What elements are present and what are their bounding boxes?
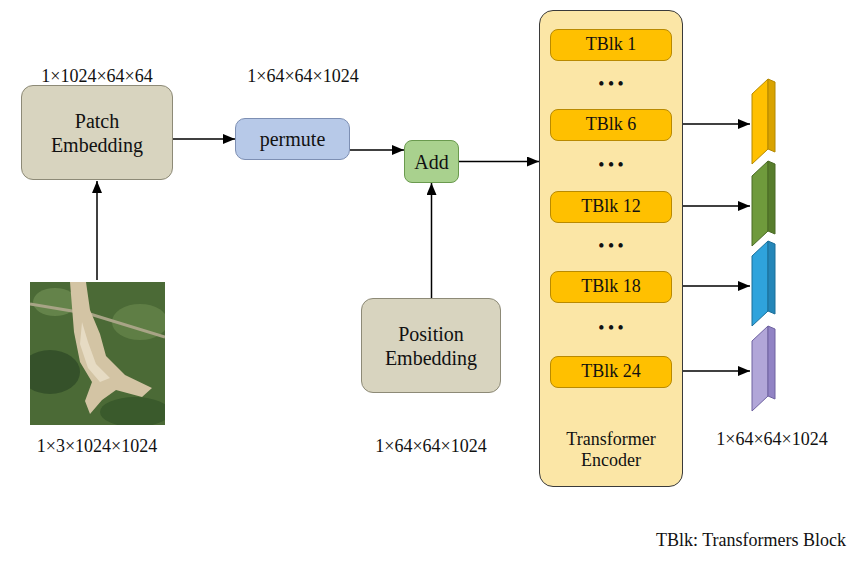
node-label: Position Embedding bbox=[370, 322, 492, 370]
output-arrow bbox=[682, 285, 750, 287]
tensor-shape: 1×64×64×1024 bbox=[375, 436, 486, 458]
image-landslide bbox=[80, 322, 110, 382]
feature-map-side bbox=[768, 241, 775, 314]
flow-arrow bbox=[431, 183, 433, 298]
node-label: TBlk 18 bbox=[581, 276, 641, 298]
image-forest bbox=[30, 350, 80, 394]
output-arrow bbox=[682, 123, 750, 125]
transformer-block: TBlk 24 bbox=[550, 356, 672, 388]
tensor-shape: 1×1024×64×64 bbox=[41, 66, 152, 88]
feature-map bbox=[752, 161, 775, 246]
feature-map-face bbox=[752, 241, 768, 326]
image-forest bbox=[100, 397, 165, 425]
process-box: Patch Embedding bbox=[21, 85, 173, 180]
flow-arrow bbox=[173, 138, 235, 140]
feature-map bbox=[752, 326, 775, 411]
ellipsis-dots: • • • bbox=[599, 74, 624, 93]
node-label: TBlk 1 bbox=[586, 34, 637, 56]
output-arrows bbox=[682, 124, 750, 371]
node-label: Transformer Encoder bbox=[548, 429, 674, 472]
transformer-block: TBlk 18 bbox=[550, 271, 672, 303]
feature-map-face bbox=[752, 79, 768, 164]
image-landslide bbox=[70, 282, 152, 414]
feature-map bbox=[752, 241, 775, 326]
feature-map-side bbox=[768, 161, 775, 234]
process-box: Position Embedding bbox=[361, 298, 501, 393]
feature-map-face bbox=[752, 326, 768, 411]
process-box: permute bbox=[235, 118, 350, 160]
transformer-block: TBlk 1 bbox=[550, 29, 672, 61]
ellipsis-dots: • • • bbox=[599, 155, 624, 174]
tensor-shape: 1×64×64×1024 bbox=[247, 66, 358, 88]
node-label: Patch Embedding bbox=[30, 109, 164, 157]
transformer-block: TBlk 12 bbox=[550, 191, 672, 223]
feature-map bbox=[752, 79, 775, 164]
node-label: TBlk 24 bbox=[581, 361, 641, 383]
output-arrow bbox=[682, 205, 750, 207]
ellipsis-dots: • • • bbox=[599, 236, 624, 255]
flow-arrow bbox=[459, 161, 539, 163]
flow-arrow bbox=[350, 149, 404, 151]
legend-note: TBlk: Transformers Block bbox=[656, 530, 846, 552]
node-label: TBlk 12 bbox=[581, 196, 641, 218]
tensor-shape: 1×64×64×1024 bbox=[716, 429, 827, 451]
output-arrow bbox=[682, 370, 750, 372]
landslide-image bbox=[30, 282, 165, 425]
feature-map-side bbox=[768, 79, 775, 152]
ellipsis-dots: • • • bbox=[599, 318, 624, 337]
node-label: permute bbox=[260, 127, 326, 151]
feature-map-face bbox=[752, 161, 768, 246]
feature-map-side bbox=[768, 326, 775, 399]
process-box: Add bbox=[404, 140, 459, 183]
transformer-block: TBlk 6 bbox=[550, 109, 672, 141]
input-arrow bbox=[96, 181, 98, 280]
tensor-shape: 1×3×1024×1024 bbox=[37, 436, 157, 458]
node-label: Add bbox=[414, 150, 448, 174]
node-label: TBlk 6 bbox=[586, 114, 637, 136]
